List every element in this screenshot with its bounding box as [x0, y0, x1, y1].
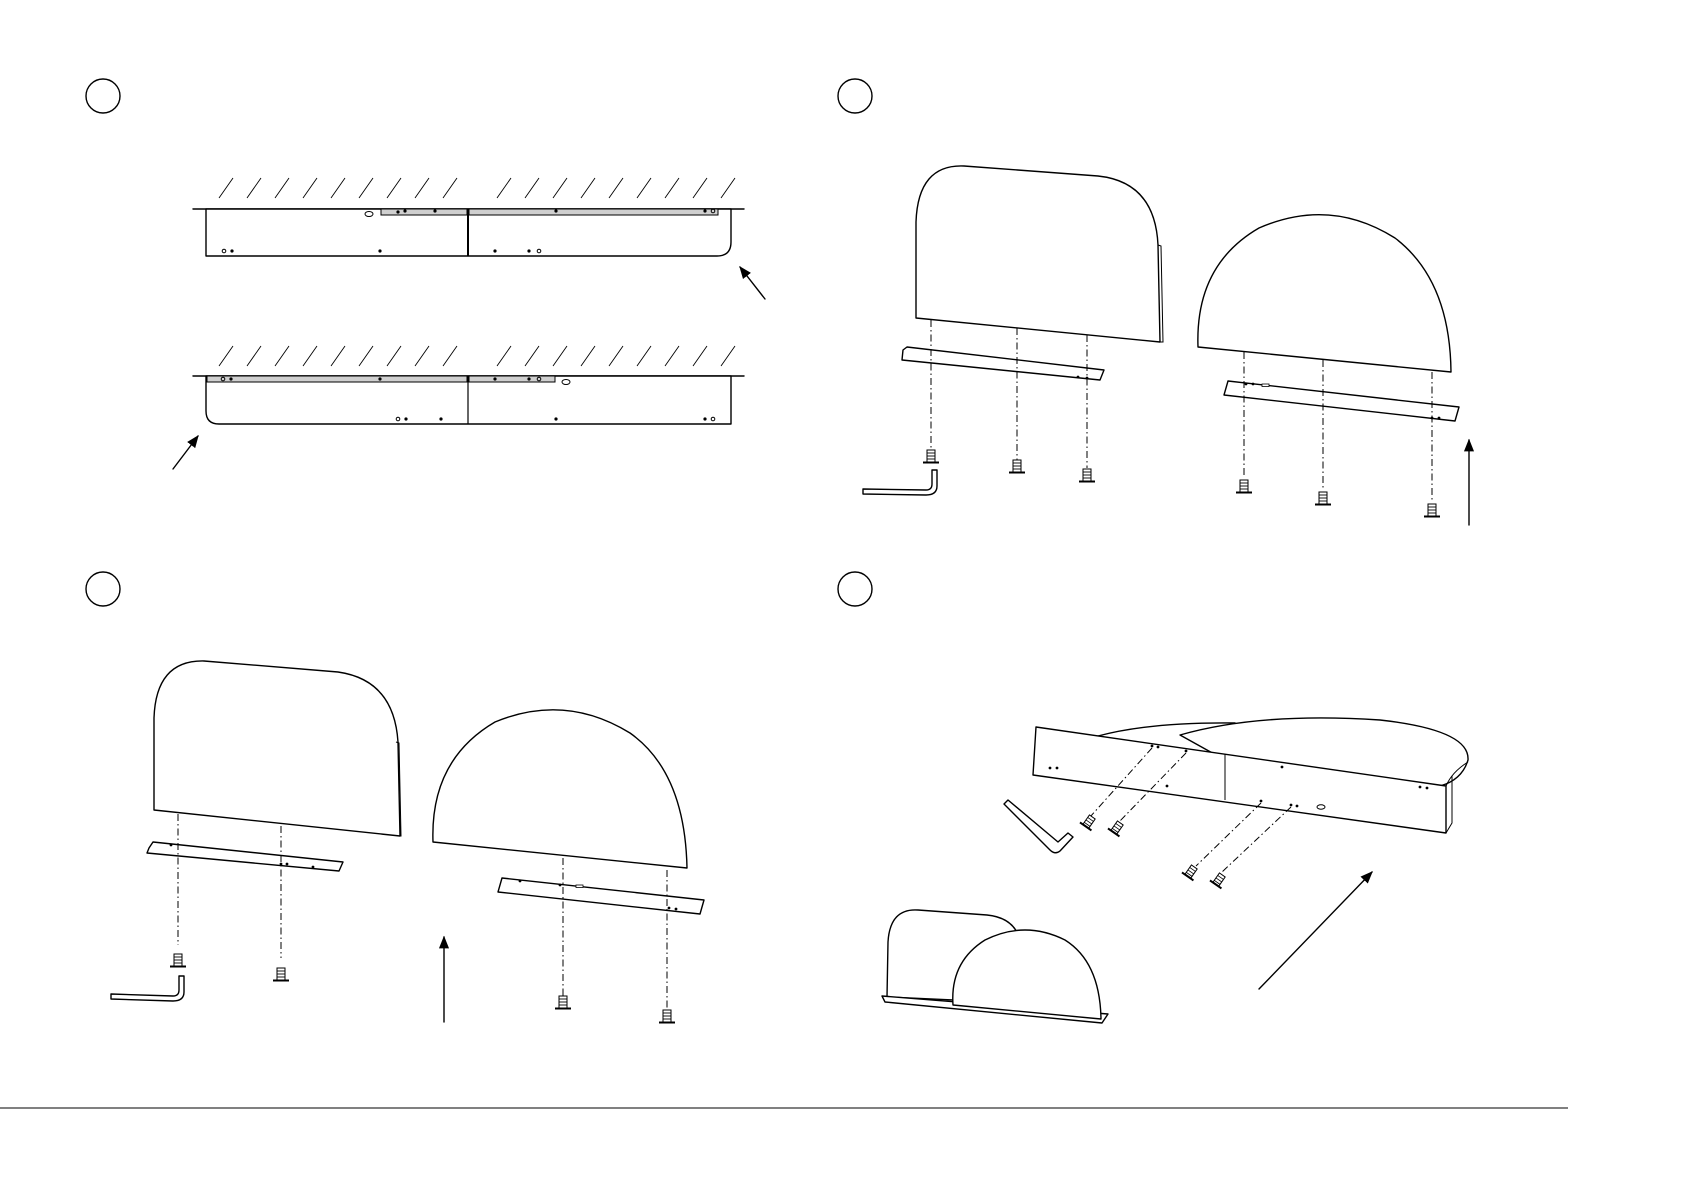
- wall-hatch-stroke: [637, 178, 651, 198]
- wall-hatch-stroke: [331, 178, 345, 198]
- allen-key-icon-step2: [863, 470, 937, 495]
- screw-icon: [1080, 813, 1098, 830]
- wall-hatch-stroke: [609, 346, 623, 366]
- wall-hatch-stroke: [581, 178, 595, 198]
- base-plate-step2-left: [902, 347, 1104, 380]
- base-plate-step2-right: [1224, 381, 1459, 421]
- step-4-circle: [838, 572, 872, 606]
- wall-hatch-stroke: [359, 178, 373, 198]
- screw-icon: [659, 1010, 675, 1023]
- wall-hatch-stroke: [387, 346, 401, 366]
- bracket-right-bottom: [469, 376, 555, 382]
- assembled-preview-step4: [882, 910, 1108, 1023]
- screw-icon: [1079, 469, 1095, 482]
- wall-hatch-stroke: [415, 178, 429, 198]
- allen-key-icon-step3: [111, 976, 184, 1001]
- rounded-panel-step2: [916, 166, 1160, 342]
- wall-hatch-stroke: [721, 346, 735, 366]
- assembly-instructions-page: [0, 0, 1568, 1109]
- wall-hatch-stroke: [219, 346, 233, 366]
- guide-line: [1222, 807, 1291, 872]
- wall-hatch-stroke: [443, 178, 457, 198]
- step-3-circle: [86, 572, 120, 606]
- half-round-panel-step3: [433, 710, 687, 868]
- wall-hatch-stroke: [219, 178, 233, 198]
- wall-hatch-stroke: [553, 346, 567, 366]
- wall-hatch-stroke: [581, 346, 595, 366]
- screw-icon: [170, 954, 186, 967]
- wall-hatch-stroke: [387, 178, 401, 198]
- wall-hatch-stroke: [497, 346, 511, 366]
- screw-icon: [1210, 871, 1228, 888]
- bracket-right-top: [469, 209, 718, 215]
- wall-hatch-stroke: [303, 346, 317, 366]
- screw-icon: [1424, 504, 1440, 517]
- screw-icon: [555, 996, 571, 1009]
- screw-icon: [1108, 819, 1126, 836]
- arrow-icon-step4: [1259, 872, 1372, 989]
- guide-line: [1196, 803, 1261, 866]
- step-2-circle: [838, 79, 872, 113]
- screw-icon: [1236, 480, 1252, 493]
- wall-hatch-stroke: [247, 346, 261, 366]
- wall-hatch-stroke: [275, 178, 289, 198]
- rounded-panel-step3: [154, 661, 400, 836]
- bracket-left-bottom: [207, 376, 467, 382]
- wall-hatch-stroke: [443, 346, 457, 366]
- wall-hatch-icon-top: [219, 178, 735, 198]
- wall-hatch-stroke: [247, 178, 261, 198]
- wall-hatch-stroke: [525, 178, 539, 198]
- wall-hatch-stroke: [331, 346, 345, 366]
- arrow-icon-step1-bottom: [173, 436, 198, 469]
- wall-hatch-stroke: [665, 346, 679, 366]
- wall-hatch-stroke: [525, 346, 539, 366]
- wall-hatch-stroke: [303, 178, 317, 198]
- bracket-left-top: [381, 209, 467, 215]
- step-1-illustration: [173, 178, 765, 469]
- assembly-diagram: [0, 0, 1568, 1109]
- base-plate-step3-right: [498, 878, 704, 914]
- screw-icon: [923, 450, 939, 463]
- screw-icon: [1315, 492, 1331, 505]
- step-3-illustration: [111, 661, 704, 1023]
- arrow-icon-step1-top: [740, 267, 765, 299]
- allen-key-icon-step4: [1004, 800, 1073, 853]
- step-1-circle: [86, 79, 120, 113]
- wall-hatch-stroke: [415, 346, 429, 366]
- screw-icon: [273, 968, 289, 981]
- wall-hatch-stroke: [497, 178, 511, 198]
- wall-hatch-stroke: [693, 346, 707, 366]
- wall-hatch-stroke: [553, 178, 567, 198]
- wall-hatch-stroke: [609, 178, 623, 198]
- wall-hatch-stroke: [665, 178, 679, 198]
- half-round-panel-step2: [1198, 215, 1451, 372]
- wall-hatch-stroke: [359, 346, 373, 366]
- screw-icon: [1182, 863, 1200, 880]
- wall-hatch-stroke: [637, 346, 651, 366]
- step-2-illustration: [863, 166, 1469, 525]
- screw-icon: [1009, 460, 1025, 473]
- wall-hatch-stroke: [275, 346, 289, 366]
- step-4-illustration: [882, 718, 1468, 1023]
- wall-hatch-stroke: [693, 178, 707, 198]
- wall-hatch-stroke: [721, 178, 735, 198]
- wall-hatch-icon-bottom: [219, 346, 735, 366]
